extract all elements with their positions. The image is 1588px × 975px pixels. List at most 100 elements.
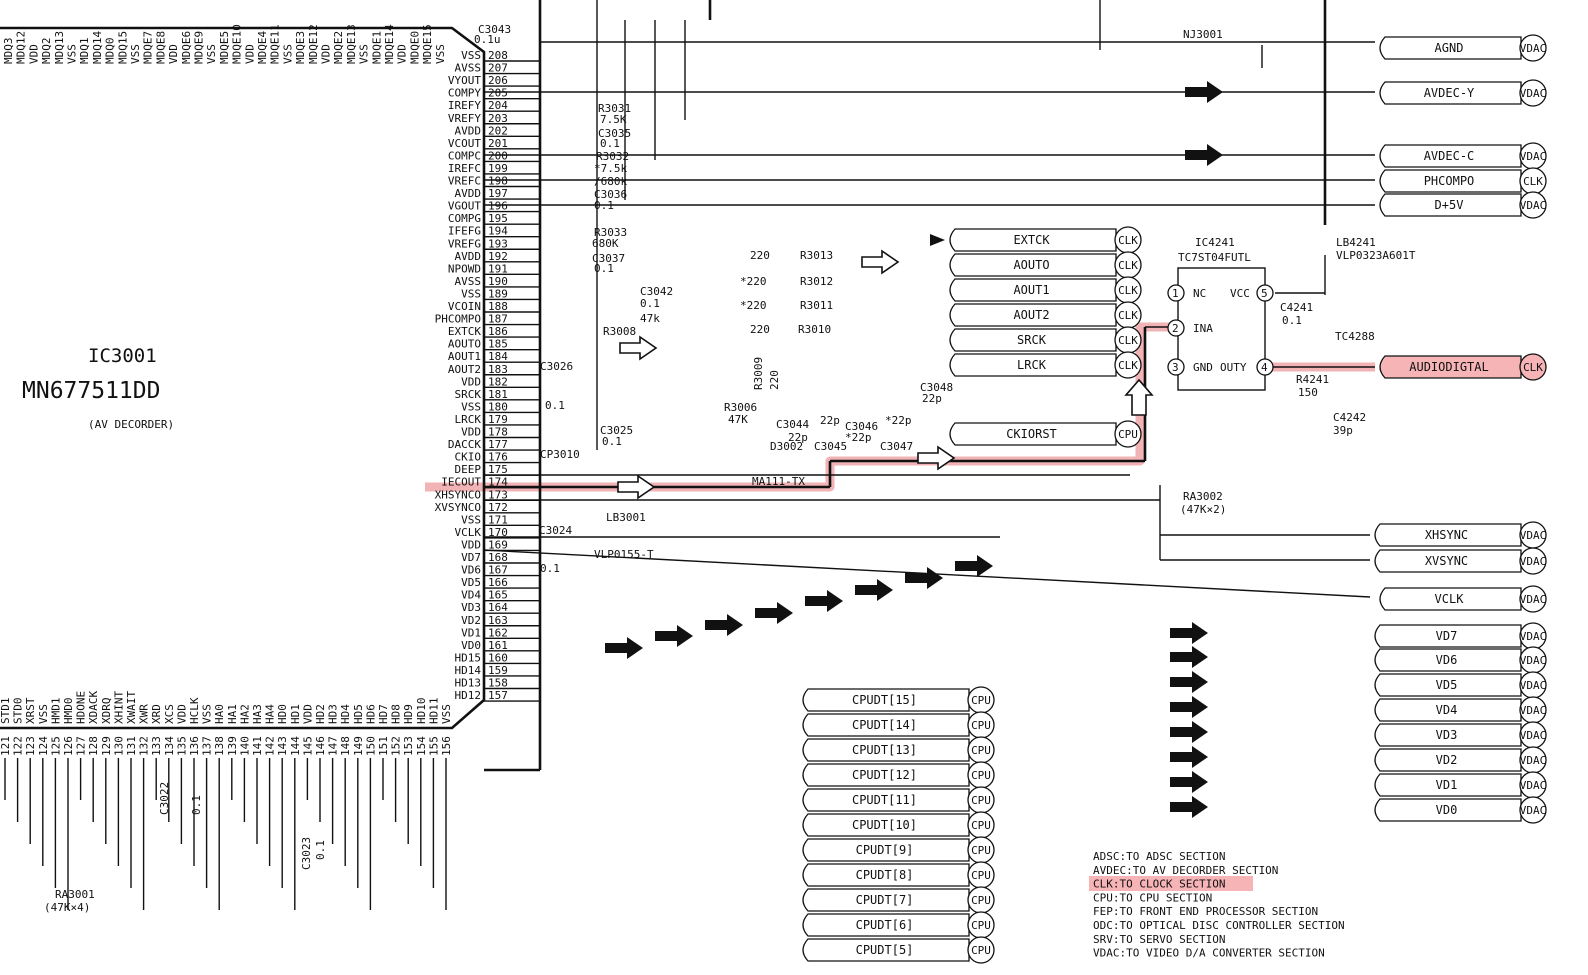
c3036-val: 0.1 [594, 199, 614, 212]
c3042-val: 0.1 [640, 297, 660, 310]
left-pin-num: 159 [488, 664, 508, 677]
left-pin-num: 161 [488, 639, 508, 652]
filled-arrow [1170, 771, 1208, 793]
ic4241-n1: 1 [1172, 287, 1179, 300]
connector-tag: CPU [971, 844, 991, 857]
legend-line: AVDEC:TO AV DECORDER SECTION [1093, 864, 1278, 877]
r3033-ref: R3033 [594, 226, 627, 239]
r3010-val: 220 [750, 323, 770, 336]
left-pin-num: 164 [488, 601, 508, 614]
left-pin-num: 191 [488, 262, 508, 275]
left-pin-name: VYOUT [448, 74, 481, 87]
left-pin-num: 160 [488, 651, 508, 664]
bottom-pin-num: 155 [427, 736, 440, 756]
filled-arrow [755, 602, 793, 624]
c3025-ref: C3025 [600, 424, 633, 437]
top-pin-label: MDQE7 [142, 31, 155, 64]
bottom-pin-name: XWR [138, 704, 151, 724]
bottom-pin-name: XWAIT [125, 691, 138, 724]
left-pin-num: 201 [488, 137, 508, 150]
c3048-val: 22p [922, 392, 942, 405]
connector-label: VD3 [1436, 728, 1458, 742]
c3025-val: 0.1 [602, 435, 622, 448]
left-pin-name: EXTCK [448, 325, 481, 338]
left-pin-num: 193 [488, 237, 508, 250]
left-pin-name: HD15 [455, 651, 482, 664]
r3013-val: 220 [750, 249, 770, 262]
left-pin-name: VSS [461, 400, 481, 413]
c3035-ref: C3035 [598, 127, 631, 140]
r4241-val: 150 [1298, 386, 1318, 399]
bottom-pin-name: HMD0 [62, 698, 75, 725]
left-pin-name: VREFG [448, 237, 481, 250]
c3044-val: 22p [788, 431, 808, 444]
r3013-ref: R3013 [800, 249, 833, 262]
c3022-val: 0.1 [190, 795, 203, 815]
connector-tag: CPU [971, 894, 991, 907]
connector-label: VD2 [1436, 753, 1458, 767]
bottom-pin-num: 146 [314, 736, 327, 756]
r3011-ref: R3011 [800, 299, 833, 312]
left-pin-name: AOUT2 [448, 363, 481, 376]
left-pin-name: COMPY [448, 87, 481, 100]
top-pin-label: MDQ12 [15, 31, 28, 64]
left-pin-num: 184 [488, 350, 508, 363]
left-pin-num: 179 [488, 413, 508, 426]
r3012-val: *220 [740, 275, 767, 288]
wiring [483, 0, 1375, 772]
bottom-pin-num: 147 [327, 736, 340, 756]
top-pin-label: VSS [434, 44, 447, 64]
bottom-pin-name: VSS [440, 704, 453, 724]
left-pin-name: PHCOMPO [435, 313, 481, 326]
left-pin-num: 197 [488, 187, 508, 200]
lb3001-val: VLP0155-T [594, 548, 654, 561]
left-pin-name: VD6 [461, 564, 481, 577]
connector-label: VD6 [1436, 653, 1458, 667]
top-pin-label: MDQ14 [91, 31, 104, 64]
top-pin-label: MDQ1 [78, 38, 91, 65]
left-pin-name: VCOIN [448, 300, 481, 313]
bottom-pin-name: HD11 [427, 698, 440, 725]
nj3001-ref: NJ3001 [1183, 28, 1223, 41]
left-pin-num: 170 [488, 526, 508, 539]
left-pin-num: 171 [488, 513, 508, 526]
c3042-ref: C3042 [640, 285, 673, 298]
cp3010-ref: CP3010 [540, 448, 580, 461]
filled-arrow [1170, 622, 1208, 644]
ic3001-ref: IC3001 [88, 345, 157, 367]
left-pin-num: 182 [488, 375, 508, 388]
left-pin-name: VD3 [461, 601, 481, 614]
left-pin-name: AVSS [455, 275, 482, 288]
connector-label: PHCOMPO [1424, 174, 1475, 188]
bottom-pin-name: HA2 [238, 704, 251, 724]
filled-arrow [1170, 646, 1208, 668]
connector-label: XVSYNC [1425, 554, 1468, 568]
left-pin-num: 196 [488, 200, 508, 213]
left-pin-num: 190 [488, 275, 508, 288]
bottom-pin-name: HCLK [188, 697, 201, 724]
connector-label: VCLK [1435, 592, 1465, 606]
connector-tag: VDAC [1520, 199, 1547, 212]
left-pin-name: LRCK [455, 413, 482, 426]
connector-label: AGND [1435, 41, 1464, 55]
c4242-ref: C4242 [1333, 411, 1366, 424]
left-pin-num: 206 [488, 74, 508, 87]
connector-tag: CLK [1118, 284, 1138, 297]
bottom-pin-name: HD7 [377, 704, 390, 724]
connector-tag: VDAC [1520, 555, 1547, 568]
lb4241-ref: LB4241 [1336, 236, 1376, 249]
top-pin-label: MDQE15 [421, 24, 434, 64]
top-pin-label: MDQ13 [53, 31, 66, 64]
legend-line: FEP:TO FRONT END PROCESSOR SECTION [1093, 905, 1318, 918]
filled-arrow [655, 625, 693, 647]
bottom-pin-num: 145 [301, 736, 314, 756]
ic4241-p2: INA [1193, 322, 1213, 335]
connector-tag: CLK [1118, 259, 1138, 272]
ic4241-p1: NC [1193, 287, 1206, 300]
connector-tag: CPU [971, 694, 991, 707]
legend-line: ODC:TO OPTICAL DISC CONTROLLER SECTION [1093, 919, 1345, 932]
extck-arrow [930, 234, 945, 246]
c3043-ref: C3043 [478, 23, 511, 36]
